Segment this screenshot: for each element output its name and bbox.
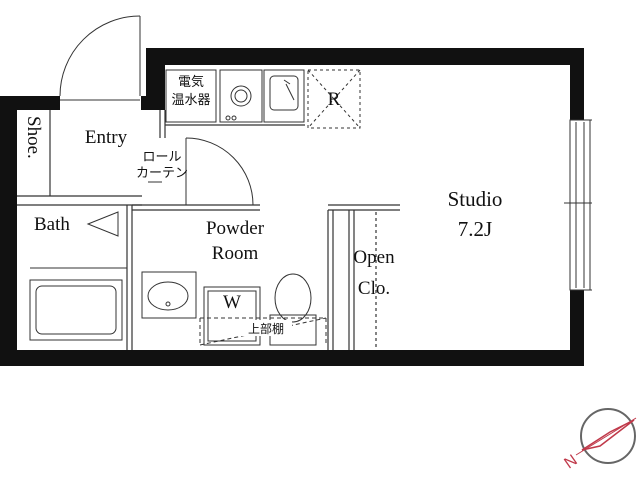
open-closet-label-1: Open [353, 247, 395, 268]
shower-triangle [86, 211, 119, 237]
water-heater-label-2: 温水器 [171, 93, 210, 108]
powder-label-2: Room [212, 243, 259, 264]
wall-entry-pillar [146, 48, 165, 110]
washer-box [203, 286, 261, 346]
sink [263, 69, 305, 123]
stove-burner-icon [230, 85, 252, 107]
compass: N [561, 408, 637, 473]
curtain-label-2: カーテン [136, 166, 188, 181]
water-heater-box [165, 69, 217, 123]
toilet-icon [274, 273, 312, 323]
upper-shelf-label: 上部棚 [248, 321, 284, 336]
window [564, 119, 592, 291]
faucet-icon [283, 79, 295, 101]
interior-walls [17, 110, 400, 350]
wall-top-left [0, 96, 60, 110]
kitchen [165, 69, 361, 129]
studio-label: Studio [448, 187, 503, 211]
compass-needle-icon [581, 419, 635, 451]
studio-size: 7.2J [458, 217, 492, 241]
stove [219, 69, 263, 123]
wall-entry-stub [141, 96, 165, 110]
wall-left [0, 96, 17, 366]
compass-ring [580, 408, 636, 464]
fridge-label: R [328, 89, 341, 110]
shoe-label: Shoe. [23, 116, 44, 159]
wall-bottom [0, 350, 584, 366]
powder-door [185, 137, 254, 206]
washbasin-icon [147, 281, 189, 311]
compass-north-label: N [561, 452, 580, 473]
powder-label-1: Powder [206, 218, 265, 239]
washer-label: W [223, 292, 241, 313]
window-frame [569, 119, 591, 291]
entry-label: Entry [85, 127, 128, 148]
wall-top-studio [146, 48, 584, 65]
fridge-box [307, 69, 361, 129]
bathtub [29, 279, 123, 341]
entry-door [59, 15, 141, 101]
water-heater-label-1: 電気 [178, 74, 204, 90]
curtain-label-1: ロール [142, 150, 181, 165]
bath-label: Bath [34, 214, 70, 235]
open-closet-label-2: Clo. [358, 278, 390, 299]
bath-fixtures [29, 211, 127, 341]
washbasin-counter [141, 271, 197, 319]
